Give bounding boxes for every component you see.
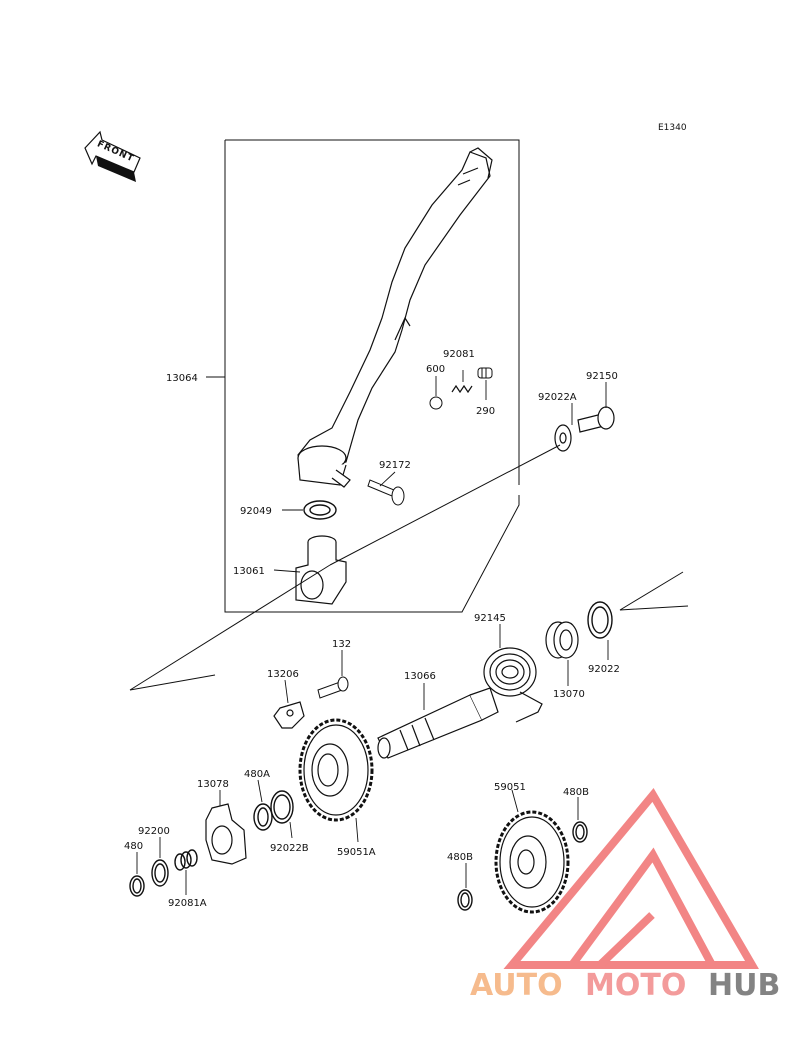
- circlip-480B-top: [572, 821, 588, 843]
- label-92145: 92145: [474, 613, 506, 624]
- label-92081A: 92081A: [168, 898, 207, 909]
- collar-13070: [545, 621, 579, 659]
- watermark-word-moto: MOTO: [585, 968, 686, 1003]
- label-59051A: 59051A: [337, 847, 376, 858]
- label-480B-bottom: 480B: [447, 852, 473, 863]
- label-92022B: 92022B: [270, 843, 309, 854]
- label-290: 290: [476, 406, 495, 417]
- bolt-92172: [367, 479, 405, 506]
- washer-92022B: [270, 790, 294, 824]
- spring-92081-icon: [451, 384, 473, 394]
- circlip-480: [129, 875, 145, 897]
- kick-shaft-13066: [377, 687, 499, 759]
- label-92081: 92081: [443, 349, 475, 360]
- ball-600: [429, 396, 443, 410]
- watermark-logo: AUTO MOTO HUB: [470, 788, 780, 1003]
- watermark-triangle-icon: [503, 788, 759, 969]
- label-92022: 92022: [588, 664, 620, 675]
- washer-92200: [151, 859, 169, 887]
- label-480: 480: [124, 841, 143, 852]
- kick-pedal-lever: [297, 147, 493, 488]
- bolt-132: [317, 676, 349, 699]
- label-13206: 13206: [267, 669, 299, 680]
- label-92200: 92200: [138, 826, 170, 837]
- label-13070: 13070: [553, 689, 585, 700]
- circlip-480B-bottom: [457, 889, 473, 911]
- leader-lines: [136, 370, 609, 895]
- boss-13061: [295, 535, 347, 605]
- plunger-290: [477, 367, 493, 379]
- washer-92022: [587, 601, 613, 639]
- guide-13206: [273, 701, 305, 729]
- gear-59051: [494, 810, 570, 914]
- label-92172: 92172: [379, 460, 411, 471]
- label-600: 600: [426, 364, 445, 375]
- label-92049: 92049: [240, 506, 272, 517]
- label-92022A: 92022A: [538, 392, 577, 403]
- watermark-word-hub: HUB: [708, 968, 780, 1003]
- spring-92145-icon: [483, 647, 543, 723]
- gear-59051A: [298, 718, 374, 822]
- part-labels: 13064 92081 600 290 92150 92022A 92172 9…: [124, 349, 620, 909]
- watermark-word-auto: AUTO: [470, 968, 563, 1003]
- guide-line: [129, 564, 331, 691]
- guide-line: [619, 571, 689, 611]
- label-13078: 13078: [197, 779, 229, 790]
- circlip-480A: [253, 803, 273, 831]
- front-arrow-icon: FRONT: [84, 130, 141, 182]
- label-480B-top: 480B: [563, 787, 589, 798]
- label-480A: 480A: [244, 769, 270, 780]
- label-13061: 13061: [233, 566, 265, 577]
- bolt-92150: [577, 406, 615, 433]
- label-13066: 13066: [404, 671, 436, 682]
- label-132: 132: [332, 639, 351, 650]
- ratchet-13078: [205, 803, 247, 865]
- label-13064: 13064: [166, 373, 198, 384]
- label-59051: 59051: [494, 782, 526, 793]
- label-92150: 92150: [586, 371, 618, 382]
- washer-92022A: [554, 424, 572, 452]
- guide-line: [129, 674, 216, 691]
- oil-seal-92049: [303, 500, 337, 520]
- assembly-bracket: [224, 139, 520, 613]
- diagram-code: E1340: [658, 123, 687, 133]
- spring-92081A-icon: [174, 849, 198, 871]
- guide-line: [329, 444, 561, 566]
